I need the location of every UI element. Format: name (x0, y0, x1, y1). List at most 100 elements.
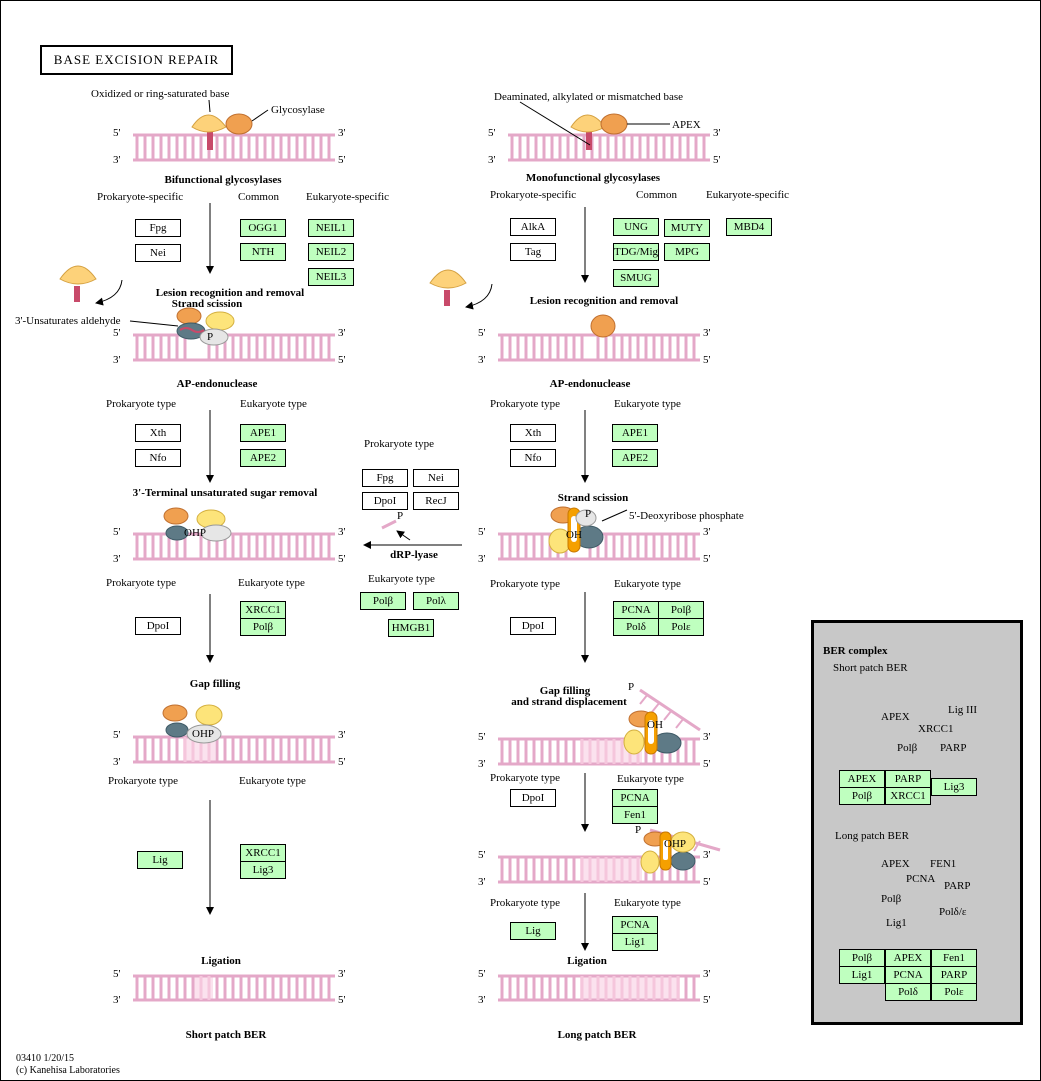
lesion-base-icon (570, 113, 628, 150)
gene-ape2[interactable]: APE2 (240, 449, 286, 467)
three-prime-label: 3' (703, 849, 711, 861)
gene-fpg[interactable]: Fpg (135, 219, 181, 237)
ohp-label: OHP (192, 728, 215, 740)
gene-tdg-mig[interactable]: TDG/Mig (613, 243, 659, 261)
gene-pcna[interactable]: PCNA (613, 601, 659, 619)
five-prime-label: 5' (113, 526, 121, 538)
apex-shape-label: APEX (881, 858, 910, 870)
gene-mbd4[interactable]: MBD4 (726, 218, 772, 236)
long-patch-footer: Long patch BER (557, 1029, 637, 1041)
gene-ung[interactable]: UNG (613, 218, 659, 236)
prokaryote-specific-label: Prokaryote-specific (97, 191, 184, 203)
gene-apex[interactable]: APEX (839, 770, 885, 788)
gene-mpg[interactable]: MPG (664, 243, 710, 261)
five-prime-label: 5' (478, 526, 486, 538)
gene-polb[interactable]: Polβ (839, 949, 885, 967)
five-prime-label: 5' (488, 127, 496, 139)
gene-xrcc1[interactable]: XRCC1 (240, 844, 286, 862)
three-prime-label: 3' (478, 758, 486, 770)
gene-tag[interactable]: Tag (510, 243, 556, 261)
gene-xth[interactable]: Xth (510, 424, 556, 442)
gene-xrcc1[interactable]: XRCC1 (240, 601, 286, 619)
gene-lig1[interactable]: Lig1 (839, 966, 885, 984)
gene-alka[interactable]: AlkA (510, 218, 556, 236)
eukaryote-type-label: Eukaryote type (614, 578, 681, 590)
gene-pole[interactable]: Polε (658, 618, 704, 636)
gene-lig1[interactable]: Lig1 (612, 933, 658, 951)
gene-apex[interactable]: APEX (885, 949, 931, 967)
gene-nfo[interactable]: Nfo (135, 449, 181, 467)
xrcc1-shape-label: XRCC1 (918, 723, 954, 735)
gene-fen1[interactable]: Fen1 (931, 949, 977, 967)
gene-parp[interactable]: PARP (931, 966, 977, 984)
gene-nei[interactable]: Nei (135, 244, 181, 262)
five-prime-label: 5' (703, 553, 711, 565)
gene-pcna[interactable]: PCNA (612, 916, 658, 934)
gene-nth[interactable]: NTH (240, 243, 286, 261)
gene-fen1[interactable]: Fen1 (612, 806, 658, 824)
three-prime-label: 3' (478, 994, 486, 1006)
gene-smug[interactable]: SMUG (613, 269, 659, 287)
gene-ape2[interactable]: APE2 (612, 449, 658, 467)
gene-ogg1[interactable]: OGG1 (240, 219, 286, 237)
gene-dpoi[interactable]: DpoI (510, 617, 556, 635)
gene-neil2[interactable]: NEIL2 (308, 243, 354, 261)
three-prime-label: 3' (488, 154, 496, 166)
eukaryote-type-label: Eukaryote type (239, 775, 306, 787)
five-prime-label: 5' (338, 756, 346, 768)
gene-pcna[interactable]: PCNA (612, 789, 658, 807)
gene-muty[interactable]: MUTY (664, 219, 710, 237)
three-prime-label: 3' (338, 729, 346, 741)
eukaryote-type-label: Eukaryote type (238, 577, 305, 589)
gene-lig3[interactable]: Lig3 (240, 861, 286, 879)
five-prime-label: 5' (338, 354, 346, 366)
gene-polb[interactable]: Polβ (360, 592, 406, 610)
gene-xth[interactable]: Xth (135, 424, 181, 442)
eukaryote-type-label: Eukaryote type (617, 773, 684, 785)
three-prime-label: 3' (478, 876, 486, 888)
five-prime-label: 5' (338, 553, 346, 565)
gene-nei[interactable]: Nei (413, 469, 459, 487)
gene-lig[interactable]: Lig (137, 851, 183, 869)
lig3-shape-label: Lig III (948, 704, 978, 716)
gene-pole[interactable]: Polε (931, 983, 977, 1001)
gene-polb[interactable]: Polβ (658, 601, 704, 619)
gene-pold[interactable]: Polδ (613, 618, 659, 636)
gene-ape1[interactable]: APE1 (240, 424, 286, 442)
gene-dpoi[interactable]: DpoI (362, 492, 408, 510)
oh-label: OH (647, 719, 663, 731)
dna-ladder (133, 532, 335, 561)
bifunctional-heading: Bifunctional glycosylases (164, 174, 282, 186)
gene-polb[interactable]: Polβ (839, 787, 885, 805)
gene-neil3[interactable]: NEIL3 (308, 268, 354, 286)
drp-lyase-heading: dRP-lyase (390, 549, 438, 561)
gene-dpoi[interactable]: DpoI (135, 617, 181, 635)
five-prime-label: 5' (113, 127, 121, 139)
gene-hmgb1[interactable]: HMGB1 (388, 619, 434, 637)
strand-scission-heading: Strand scission (557, 492, 629, 504)
lesion-base-icon (191, 113, 253, 150)
prokaryote-type-label: Prokaryote type (490, 772, 560, 784)
gene-polb[interactable]: Polβ (240, 618, 286, 636)
gene-poll[interactable]: Polλ (413, 592, 459, 610)
terminal-removal-heading: 3'-Terminal unsaturated sugar removal (132, 487, 318, 499)
prokaryote-type-label: Prokaryote type (490, 897, 560, 909)
oh-label: OH (566, 529, 582, 541)
ligation-heading: Ligation (201, 955, 241, 967)
five-prime-label: 5' (478, 849, 486, 861)
gene-nfo[interactable]: Nfo (510, 449, 556, 467)
gene-dpoi[interactable]: DpoI (510, 789, 556, 807)
gene-lig3[interactable]: Lig3 (931, 778, 977, 796)
gene-ape1[interactable]: APE1 (612, 424, 658, 442)
short-patch-label: Short patch BER (833, 662, 908, 674)
gene-xrcc1[interactable]: XRCC1 (885, 787, 931, 805)
gene-pcna[interactable]: PCNA (885, 966, 931, 984)
three-prime-label: 3' (703, 968, 711, 980)
gene-pold[interactable]: Polδ (885, 983, 931, 1001)
gene-parp[interactable]: PARP (885, 770, 931, 788)
gene-fpg[interactable]: Fpg (362, 469, 408, 487)
gene-recj[interactable]: RecJ (413, 492, 459, 510)
gene-neil1[interactable]: NEIL1 (308, 219, 354, 237)
gene-lig[interactable]: Lig (510, 922, 556, 940)
terminal-removal-complex (163, 507, 232, 542)
